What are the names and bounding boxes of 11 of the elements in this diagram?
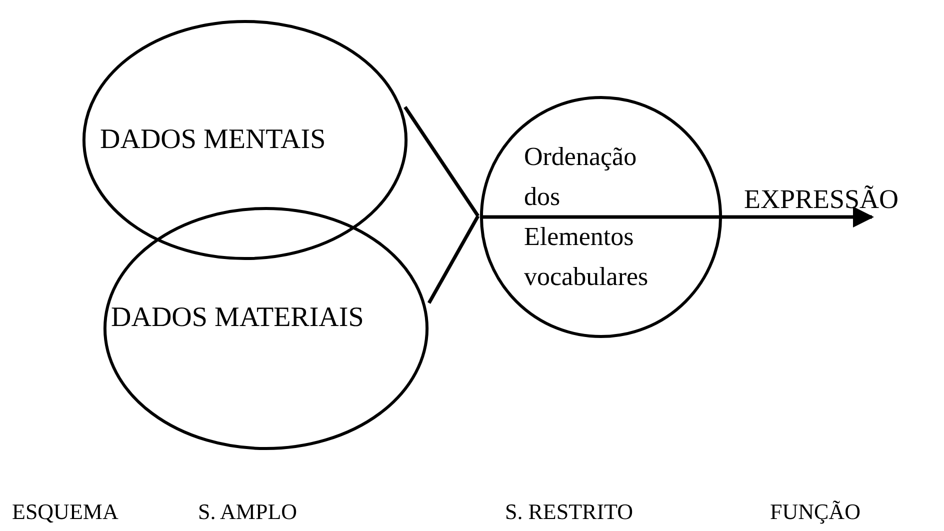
stage-label: S. AMPLO bbox=[198, 500, 298, 524]
arrow bbox=[480, 206, 874, 228]
node-text: DADOS MENTAIS bbox=[100, 124, 327, 156]
connector-line bbox=[404, 106, 480, 217]
stage-label: FUNÇÃO bbox=[770, 500, 860, 524]
stage-label: S. RESTRITO bbox=[505, 500, 633, 524]
node-text: DADOS MATERIAIS bbox=[111, 303, 365, 334]
connector-line bbox=[427, 215, 480, 304]
node-text: Ordenação dos Elementos vocabulares bbox=[524, 140, 650, 294]
node-text: EXPRESSÃO bbox=[744, 185, 900, 215]
stage-label: ESQUEMA bbox=[12, 500, 118, 524]
